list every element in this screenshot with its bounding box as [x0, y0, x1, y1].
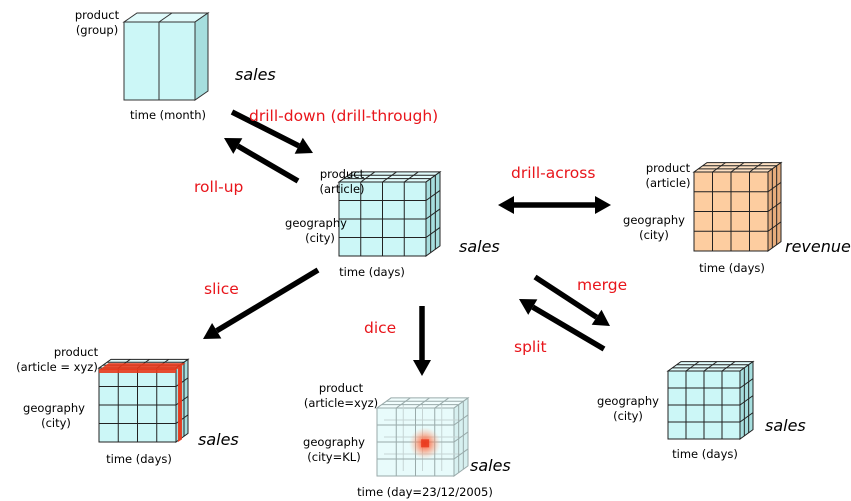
label-dice: dice — [364, 319, 396, 337]
cube-center-axis-top-2: (article) — [319, 182, 364, 196]
cube-slice-axis-top-1: product — [54, 345, 99, 359]
cube-dice-body — [375, 396, 470, 477]
cube-dice: product (article=xyz) geography (city=KL… — [303, 381, 511, 499]
cube-center-measure: sales — [459, 237, 500, 256]
cube-revenue-axis-left-1: geography — [623, 213, 685, 227]
cube-center: product (article) geography (city) time … — [285, 167, 500, 279]
arrow-drill-down — [230, 109, 313, 154]
cube-center-axis-left-1: geography — [285, 216, 347, 230]
cube-dice-axis-left-1: geography — [303, 435, 365, 449]
cube-merge-measure: sales — [765, 416, 806, 435]
cube-merge-axis-left-2: (city) — [613, 409, 643, 423]
cube-center-axis-top-1: product — [320, 167, 365, 181]
cube-dice-axis-bottom: time (day=23/12/2005) — [357, 485, 493, 499]
cube-merge-axis-bottom: time (days) — [672, 447, 738, 461]
cube-dice-axis-top-2: (article=xyz) — [304, 396, 378, 410]
cube-monthly-axis-top-2: (group) — [76, 23, 118, 37]
cube-slice: product (article = xyz) geography (city)… — [16, 345, 239, 466]
arrow-dice — [413, 306, 431, 376]
cube-monthly-axis-bottom: time (month) — [130, 108, 206, 122]
label-merge: merge — [577, 276, 627, 294]
arrow-merge — [533, 274, 610, 326]
cube-center-axis-left-2: (city) — [305, 231, 335, 245]
cube-monthly-body — [122, 12, 210, 101]
arrow-drill-across — [498, 196, 611, 214]
arrow-roll-up — [224, 138, 300, 184]
cube-revenue: product (article) geography (city) time … — [623, 161, 851, 275]
cube-dice-measure: sales — [470, 456, 511, 475]
cube-center-axis-bottom: time (days) — [339, 265, 405, 279]
cube-merge-body — [666, 360, 755, 440]
cube-revenue-body — [692, 161, 783, 252]
cube-revenue-axis-left-2: (city) — [639, 228, 669, 242]
cube-slice-axis-left-2: (city) — [41, 416, 71, 430]
cube-center-body — [337, 170, 442, 257]
label-drill-across: drill-across — [511, 164, 595, 182]
cube-merge-axis-left-1: geography — [597, 394, 659, 408]
cube-revenue-axis-top-1: product — [646, 161, 691, 175]
arrow-slice — [203, 267, 320, 339]
cube-slice-axis-left-1: geography — [23, 401, 85, 415]
cube-monthly: product (group) time (month) sales — [75, 8, 276, 122]
label-split: split — [514, 338, 547, 356]
cube-merge: geography (city) time (days) sales — [597, 360, 806, 461]
cube-revenue-axis-bottom: time (days) — [699, 261, 765, 275]
cube-slice-axis-bottom: time (days) — [106, 452, 172, 466]
cube-monthly-axis-top-1: product — [75, 8, 120, 22]
cube-monthly-measure: sales — [235, 65, 276, 84]
cube-slice-axis-top-2: (article = xyz) — [16, 360, 98, 374]
cube-slice-measure: sales — [198, 430, 239, 449]
cube-slice-body — [97, 358, 190, 443]
label-slice: slice — [204, 280, 239, 298]
label-drill-down: drill-down (drill-through) — [249, 107, 438, 125]
label-roll-up: roll-up — [194, 178, 243, 196]
cube-revenue-axis-top-2: (article) — [645, 176, 690, 190]
cube-dice-axis-left-2: (city=KL) — [307, 450, 360, 464]
cube-dice-axis-top-1: product — [319, 381, 364, 395]
arrow-split — [519, 299, 606, 352]
cube-revenue-measure: revenue — [785, 237, 851, 256]
